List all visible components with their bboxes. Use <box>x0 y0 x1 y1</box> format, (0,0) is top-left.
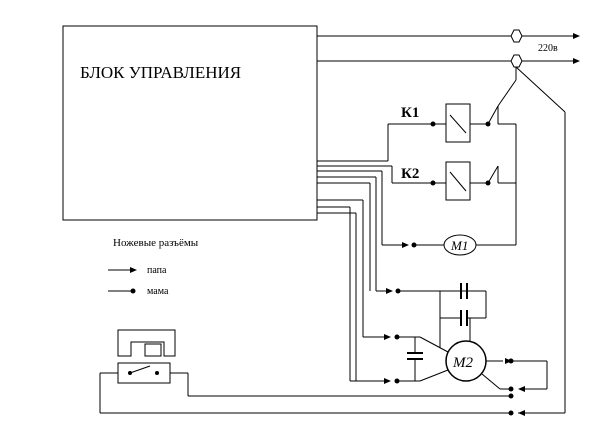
supply-lines <box>317 29 580 68</box>
motor-m2-label: М2 <box>452 355 473 371</box>
relay-k2 <box>430 124 517 245</box>
relay-k1 <box>430 103 516 143</box>
legend-socket <box>108 288 136 294</box>
relay-k1-label: К1 <box>401 105 419 121</box>
motor-m1-label: М1 <box>450 238 468 253</box>
bottom-wires <box>99 372 514 416</box>
motor-m2 <box>384 334 548 392</box>
feed-wires <box>497 66 566 416</box>
legend-title: Ножевые разъёмы <box>113 237 199 249</box>
relay-k2-label: К2 <box>401 166 419 182</box>
control-block-title: БЛОК УПРАВЛЕНИЯ <box>80 63 241 82</box>
supply-voltage-label: 220в <box>538 43 558 54</box>
supply-fuse <box>510 29 523 43</box>
limit-switch <box>117 329 176 384</box>
supply-fuse <box>510 54 523 68</box>
control-wires <box>317 123 433 382</box>
legend-socket-label: мама <box>147 286 169 297</box>
capacitor-bank <box>386 283 487 348</box>
legend-plug-label: папа <box>147 265 167 276</box>
control-block <box>62 25 318 221</box>
legend-plug <box>108 267 137 273</box>
motor-m1 <box>402 234 516 256</box>
